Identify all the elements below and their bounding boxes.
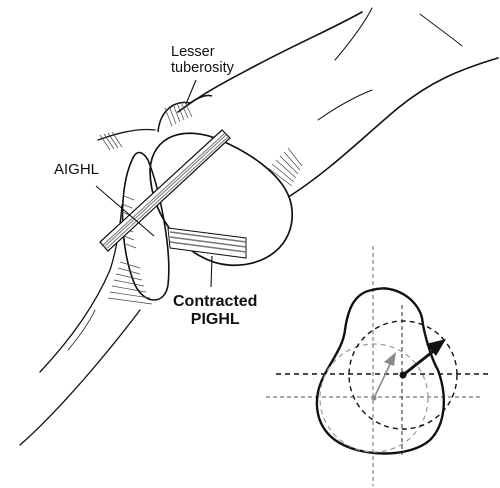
lesser-tuberosity-outline [157,94,213,133]
contracted-pighl-label-line-2: PIGHL [190,310,240,328]
contracted-pighl-label-line-1: Contracted [173,293,258,310]
lesser-tuberosity-label: Lesser tuberosity [171,44,234,76]
pighl-pointer [210,255,213,288]
aighl-band [99,129,231,252]
aighl-label: AIGHL [54,161,100,178]
inset-black-center-dot [399,371,407,379]
inset-head-circle-gray [319,343,429,453]
humeral-shaft [177,7,499,197]
inset-glenoid-outline [315,287,445,455]
inset-black-arrow-head [426,339,446,356]
shading-hatch [99,101,303,305]
lesser-tuberosity-label-line-2: tuberosity [171,60,234,77]
inset-black-arrow-shaft [402,347,437,377]
inset-gray-arrow-shaft [373,359,393,399]
inset-gray-center-dot [371,395,377,401]
inset-schematic [266,246,490,486]
pighl-band [167,227,247,259]
inset-head-circle-black [348,320,458,430]
inset-gray-arrow-head [384,352,396,366]
contracted-pighl-label: Contracted PIGHL [173,293,257,329]
lesser-tuberosity-label-line-1: Lesser [171,44,215,60]
aighl-pointer [95,185,155,237]
lesser-tuberosity-pointer [185,79,197,105]
